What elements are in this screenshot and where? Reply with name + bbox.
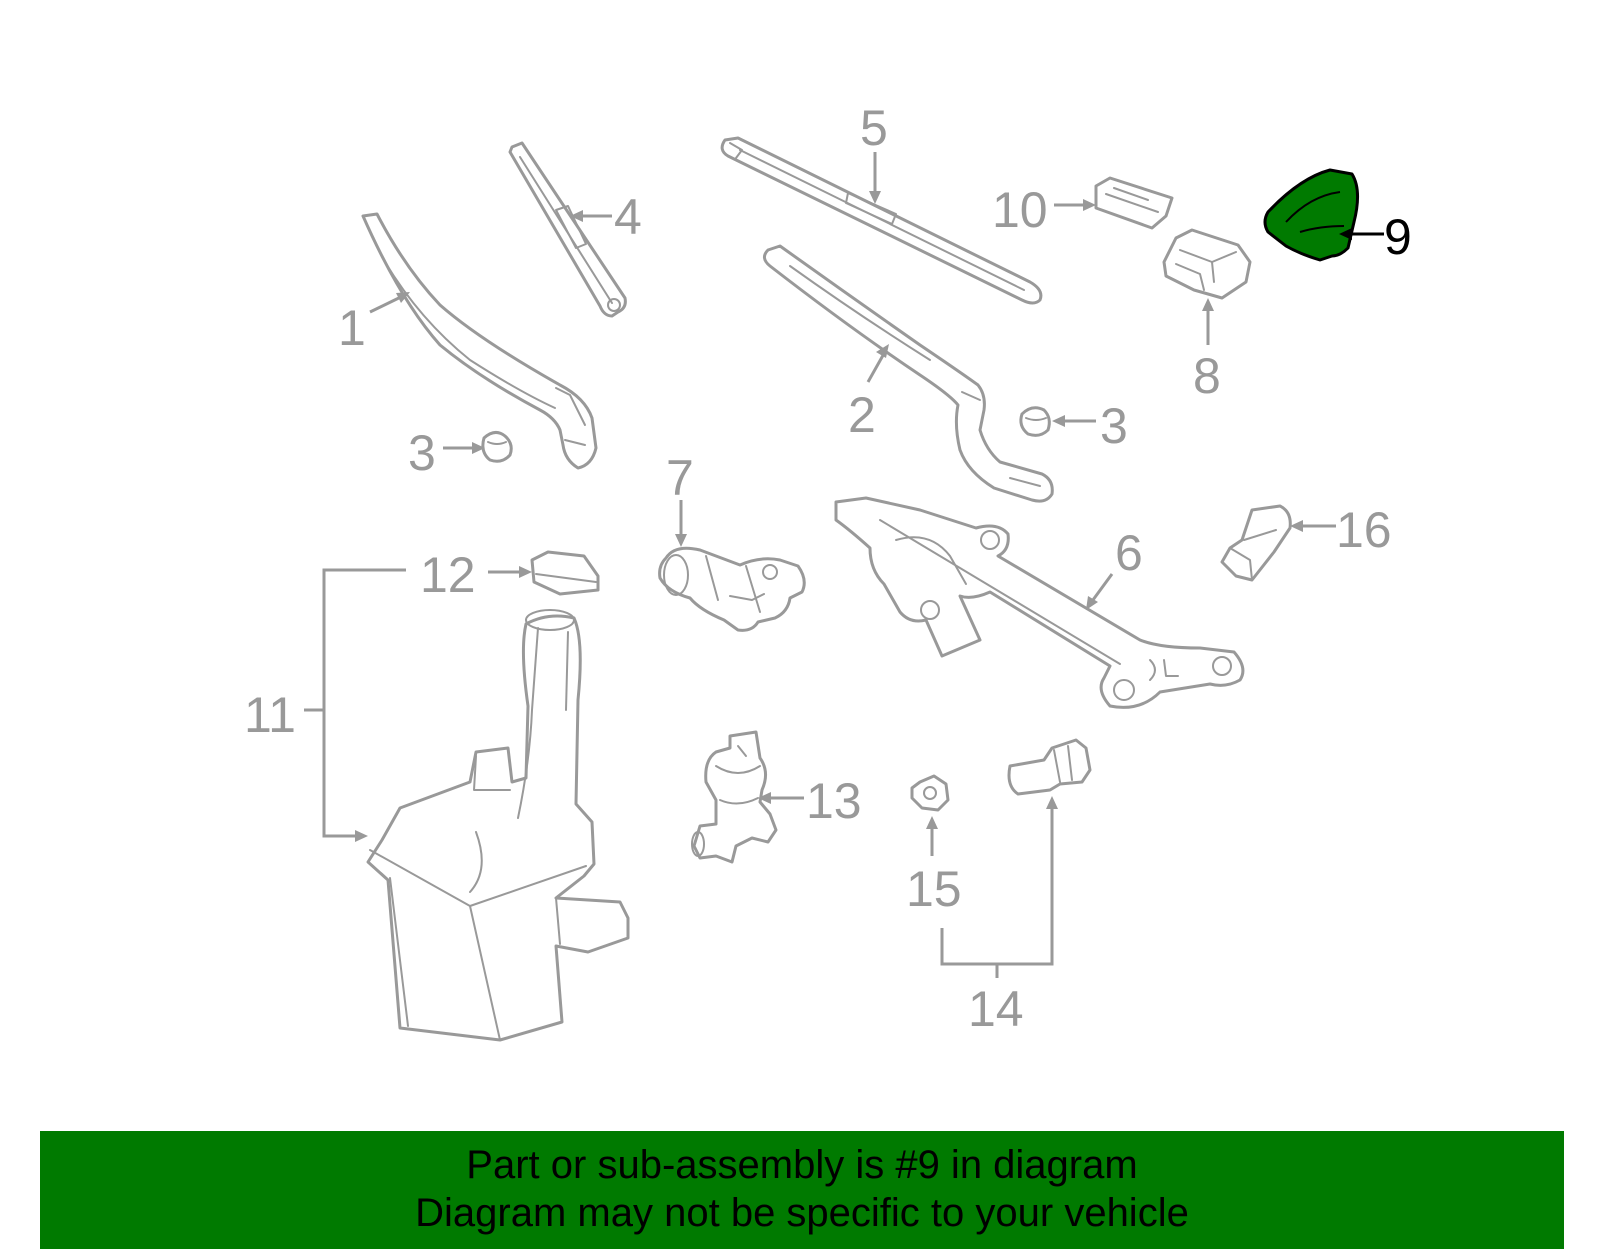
part-8-clip[interactable] (1162, 228, 1252, 300)
footer-line-2: Diagram may not be specific to your vehi… (415, 1191, 1189, 1235)
arrowhead (1290, 520, 1303, 532)
callout-8: 8 (1193, 298, 1221, 404)
callout-label-10: 10 (992, 182, 1048, 238)
callout-6: 6 (1086, 525, 1143, 610)
arrowhead (519, 566, 532, 578)
part-1-wiper-arm-left[interactable] (361, 212, 598, 470)
part-11-washer-reservoir[interactable] (366, 609, 630, 1042)
arrowhead (1046, 796, 1058, 809)
callout-4: 4 (570, 189, 642, 245)
arrowhead (1083, 199, 1096, 211)
callout-label-2: 2 (848, 387, 876, 443)
callout-label-15: 15 (906, 861, 962, 917)
part-12-reservoir-cap[interactable] (530, 550, 600, 596)
arrowhead (926, 816, 938, 829)
callout-2: 2 (848, 344, 889, 443)
callout-1: 1 (338, 292, 410, 356)
callout-label-3-right: 3 (1100, 398, 1128, 454)
callout-9: 9 (1339, 209, 1412, 265)
callout-11-bracket: 11 (244, 568, 406, 842)
callout-7: 7 (666, 450, 694, 547)
part-6-wiper-linkage[interactable] (834, 496, 1245, 709)
arrowhead (570, 210, 583, 222)
callout-label-8: 8 (1193, 348, 1221, 404)
part-15-nut[interactable] (910, 774, 950, 812)
callout-5: 5 (860, 100, 888, 204)
footer-line-1: Part or sub-assembly is #9 in diagram (466, 1143, 1138, 1187)
part-7-wiper-motor[interactable] (658, 546, 806, 632)
arrowhead (472, 442, 485, 454)
callout-label-1: 1 (338, 300, 366, 356)
part-14-nozzle-bolt[interactable] (1007, 738, 1092, 796)
part-3-nut-cap-left[interactable] (481, 431, 513, 463)
callout-label-4: 4 (614, 189, 642, 245)
part-5-wiper-blade-right[interactable] (720, 136, 1043, 305)
arrowhead (869, 191, 881, 204)
callout-label-5: 5 (860, 100, 888, 156)
callout-14-bracket: 14 (940, 796, 1058, 1037)
part-2-wiper-arm-right[interactable] (763, 244, 1054, 503)
part-13-washer-pump[interactable] (691, 730, 778, 864)
callout-label-11: 11 (244, 687, 296, 743)
arrowhead (1086, 596, 1098, 610)
part-3-nut-cap-right[interactable] (1019, 406, 1051, 437)
callout-label-7: 7 (666, 450, 694, 506)
part-4-wiper-blade-left[interactable] (508, 141, 627, 318)
arrowhead (758, 792, 771, 804)
callout-15: 15 (906, 816, 962, 917)
callout-label-16: 16 (1336, 502, 1392, 558)
arrowhead (1202, 298, 1214, 311)
callout-16: 16 (1290, 502, 1392, 558)
arrowhead (396, 292, 410, 303)
callout-label-3-left: 3 (408, 425, 436, 481)
callout-label-13: 13 (806, 773, 862, 829)
arrowhead (355, 830, 368, 842)
callout-10: 10 (992, 182, 1096, 238)
callout-label-6: 6 (1115, 525, 1143, 581)
part-16-bracket[interactable] (1220, 504, 1292, 582)
callout-label-14: 14 (968, 981, 1024, 1037)
callout-label-9: 9 (1384, 209, 1412, 265)
callout-12: 12 (420, 547, 532, 603)
footer-banner: Part or sub-assembly is #9 in diagram Di… (40, 1131, 1564, 1249)
callout-3-right: 3 (1052, 398, 1128, 454)
arrowhead (675, 534, 687, 547)
callout-3-left: 3 (408, 425, 485, 481)
arrowhead (1339, 228, 1352, 240)
arrowhead (1052, 415, 1065, 427)
callout-label-12: 12 (420, 547, 476, 603)
part-9-highlighted-cap[interactable] (1263, 168, 1359, 262)
arrowhead (876, 344, 889, 358)
part-10-bracket[interactable] (1094, 176, 1174, 230)
callout-13: 13 (758, 773, 862, 829)
